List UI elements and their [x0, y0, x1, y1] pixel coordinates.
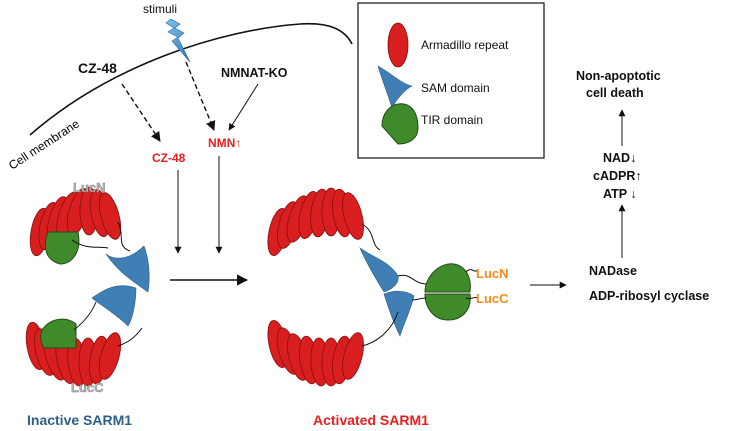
inactive-top-tir-domain — [44, 231, 80, 265]
active-lucc-label: LucC — [476, 291, 509, 306]
active-lucn-label: LucN — [476, 266, 509, 281]
tir-domain-legend-icon — [381, 103, 419, 145]
active-tir-domain-bottom — [424, 293, 471, 321]
active-tir-domain-top — [424, 263, 471, 293]
inactive-bottom-tir-domain — [40, 318, 77, 349]
inactive-lucc-label: LucC — [71, 380, 104, 395]
outcome-line1: Non-apoptotic — [576, 69, 661, 83]
lightning-bolt-icon — [165, 18, 191, 63]
cell-membrane-label: Cell membrane — [6, 116, 82, 172]
active-tir-linker-top — [397, 274, 427, 285]
legend-sam-label: SAM domain — [421, 81, 490, 95]
lucc-tether — [465, 296, 479, 300]
cz48-intracellular-label: CZ-48 — [152, 151, 186, 165]
sam-domain-legend-icon — [377, 65, 413, 109]
lucn-tether — [465, 269, 479, 273]
inactive-top-linker — [117, 221, 131, 252]
inactive-sam-domain-bottom — [91, 285, 137, 327]
inactive-sarm1-title: Inactive SARM1 — [27, 412, 132, 428]
active-tir-linker-bottom — [411, 297, 427, 301]
legend: Armadillo repeat SAM domain TIR domain — [357, 2, 545, 159]
active-top-linker — [361, 223, 381, 251]
cadpr-increase-label: cADPR↑ — [593, 169, 642, 183]
activated-sarm1: LucN LucC — [267, 187, 509, 387]
nmnat-ko-label: NMNAT-KO — [221, 66, 288, 80]
nmn-increase-label: NMN↑ — [208, 136, 241, 150]
inactive-lucn-label: LucN — [73, 180, 106, 195]
adp-ribosyl-cyclase-label: ADP-ribosyl cyclase — [589, 289, 709, 303]
legend-armadillo-label: Armadillo repeat — [421, 38, 509, 52]
cz48-input-label: CZ-48 — [78, 60, 117, 76]
inactive-sarm1: LucN LucC — [25, 180, 150, 395]
cz48-dashed-arrow — [121, 83, 161, 142]
active-bottom-armadillo — [267, 320, 364, 387]
active-sam-domain-bottom — [383, 290, 415, 337]
cell-membrane-line — [29, 22, 353, 136]
inactive-sam-domain-top — [105, 245, 150, 293]
inactive-bottom-tir-linker — [73, 301, 97, 331]
nadase-label: NADase — [589, 264, 637, 278]
active-top-armadillo — [267, 187, 364, 256]
activated-sarm1-title: Activated SARM1 — [313, 412, 429, 428]
inactive-tir-linker — [71, 239, 109, 249]
atp-decrease-label: ATP ↓ — [603, 187, 637, 201]
active-bottom-linker — [361, 311, 399, 347]
stimuli-label: stimuli — [143, 2, 177, 16]
outcome-line2: cell death — [586, 86, 644, 100]
inactive-bottom-linker — [117, 327, 143, 347]
nad-decrease-label: NAD↓ — [603, 151, 636, 165]
armadillo-legend-icon — [387, 22, 409, 68]
active-sam-domain-top — [359, 247, 399, 293]
stimuli-dashed-arrow — [185, 61, 216, 131]
legend-tir-label: TIR domain — [421, 113, 483, 127]
nmnat-ko-arrow — [228, 83, 259, 131]
